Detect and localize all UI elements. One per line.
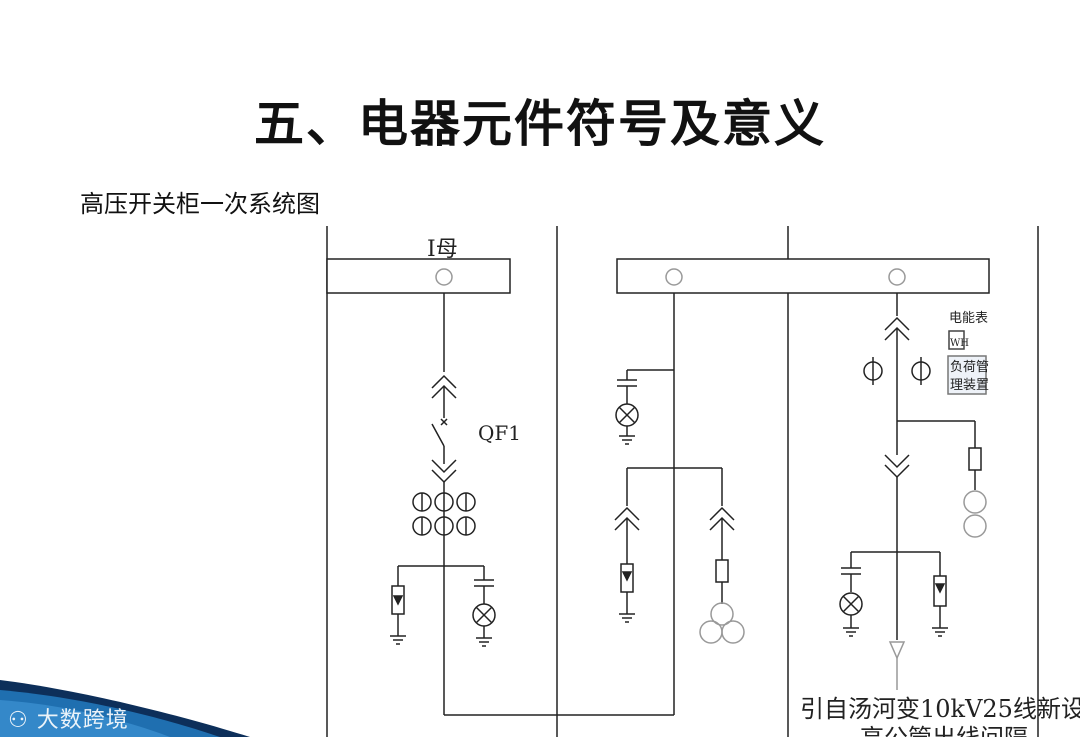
voltage-transformer-symbol bbox=[699, 602, 745, 644]
meter-label: 电能表 bbox=[949, 311, 988, 326]
bus-label: I母 bbox=[427, 237, 458, 262]
load-mgmt-line1: 负荷管 bbox=[950, 360, 989, 375]
page-title: 五、电器元件符号及意义 bbox=[254, 95, 826, 153]
bus-tap-circle-3 bbox=[888, 268, 906, 286]
watermark-logo-icon: ⚇ bbox=[8, 708, 37, 733]
watermark-label: 大数跨境 bbox=[36, 708, 129, 733]
diagram-subtitle: 高压开关柜一次系统图 bbox=[80, 190, 320, 218]
watermark-text: ⚇ 大数跨境 bbox=[8, 702, 129, 734]
meter-code: WH bbox=[950, 338, 969, 349]
cable-terminal bbox=[888, 641, 906, 660]
incoming-line-label-2: 高公管出线间隔 bbox=[860, 724, 1028, 737]
incoming-line-label-1: 引自汤河变10kV25线新设 bbox=[800, 695, 1080, 723]
breaker-blade bbox=[431, 423, 445, 447]
bus-tap-circle-2 bbox=[665, 268, 683, 286]
breaker-label: QF1 bbox=[478, 421, 521, 445]
bus-tap-circle-1 bbox=[435, 268, 453, 286]
load-management-box bbox=[947, 355, 987, 395]
busbar-left bbox=[326, 258, 511, 294]
current-transformers-group bbox=[412, 492, 476, 536]
metering-vt-symbol bbox=[963, 490, 987, 538]
meter-box bbox=[948, 330, 965, 350]
load-mgmt-line2: 理装置 bbox=[950, 378, 989, 393]
breaker-x-mark-b bbox=[440, 418, 448, 426]
